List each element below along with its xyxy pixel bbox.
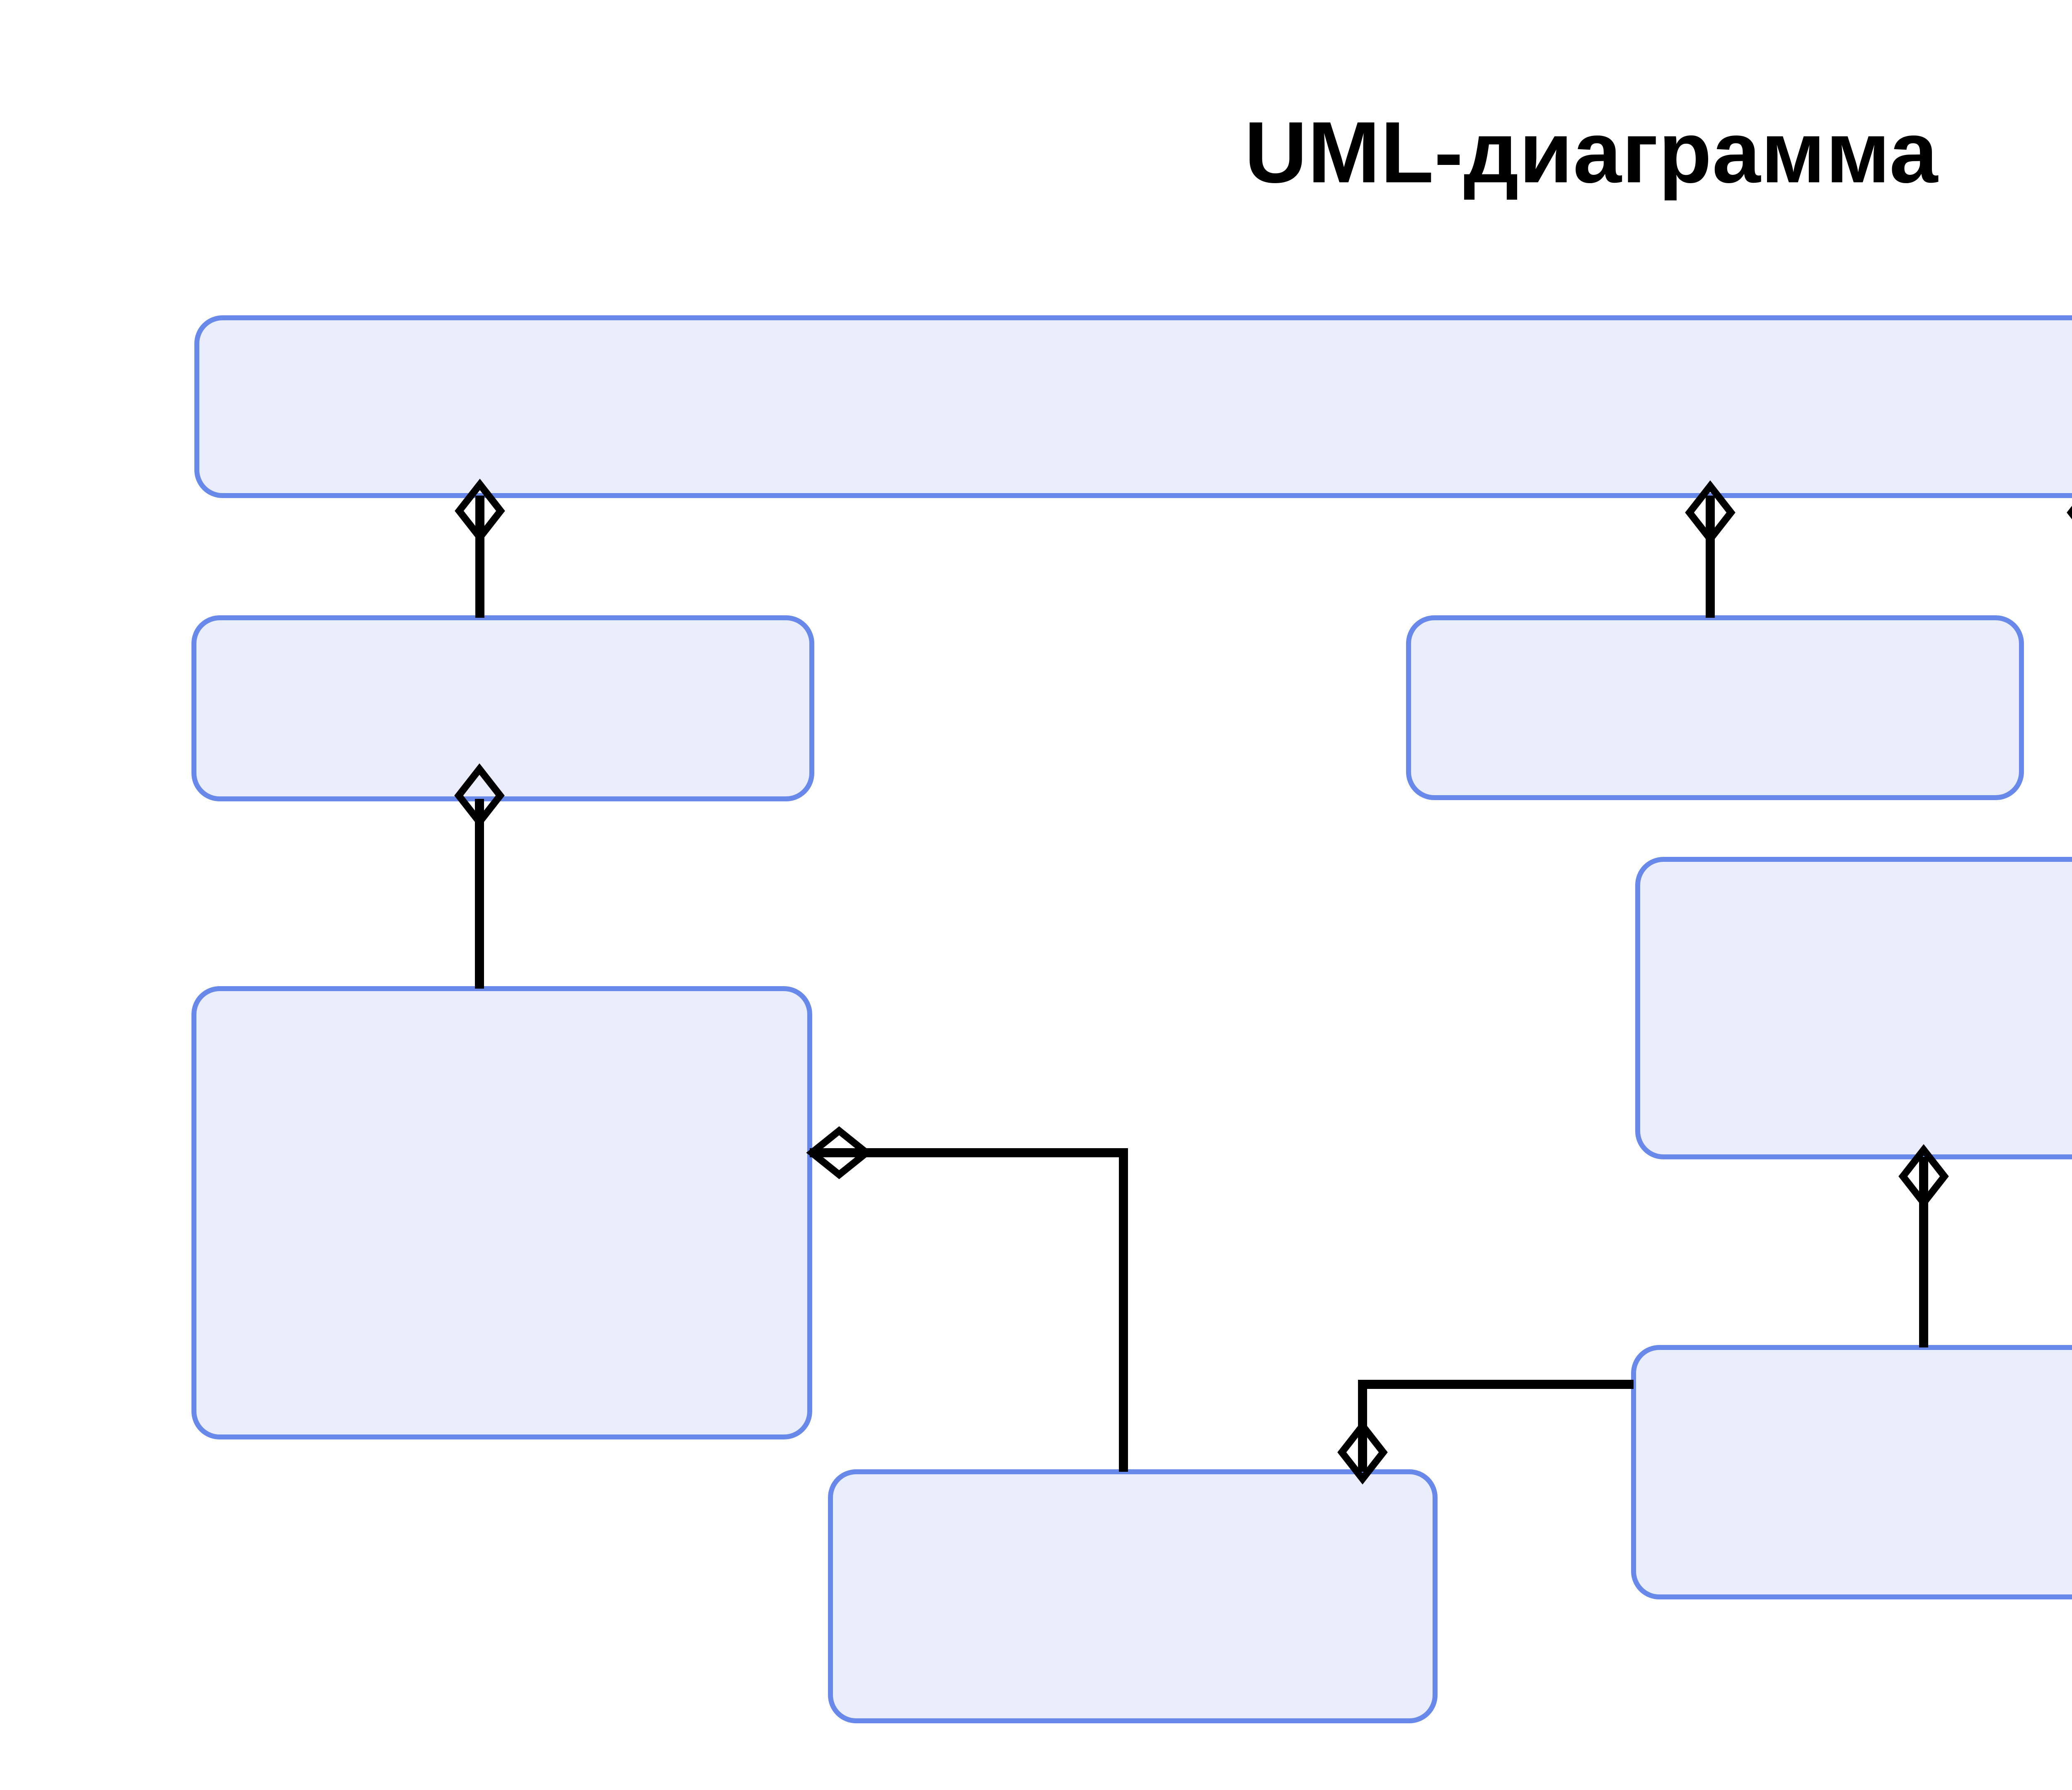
aggregation-diamond-icon: [806, 1126, 872, 1179]
uml-class-box-middle-small: [1406, 615, 2024, 800]
aggregation-diamond-icon: [1898, 1144, 1949, 1209]
aggregation-connector-e7: [810, 1148, 1128, 1472]
uml-class-box-bottom-middle: [1631, 1345, 2072, 1599]
diagram-title: UML-диаграмма: [1244, 104, 1939, 201]
uml-class-box-middle-large: [1635, 857, 2072, 1159]
uml-class-box-left-large: [191, 986, 812, 1439]
uml-class-box-top-wide: [194, 315, 2072, 498]
aggregation-diamond-icon: [1685, 480, 1736, 545]
uml-class-box-left-small: [191, 615, 814, 801]
uml-class-box-bottom-left: [828, 1469, 1438, 1723]
aggregation-diamond-icon: [454, 763, 505, 828]
aggregation-connector-e8: [1358, 1380, 1634, 1472]
aggregation-diamond-icon: [1337, 1420, 1388, 1485]
aggregation-diamond-icon: [455, 479, 505, 543]
